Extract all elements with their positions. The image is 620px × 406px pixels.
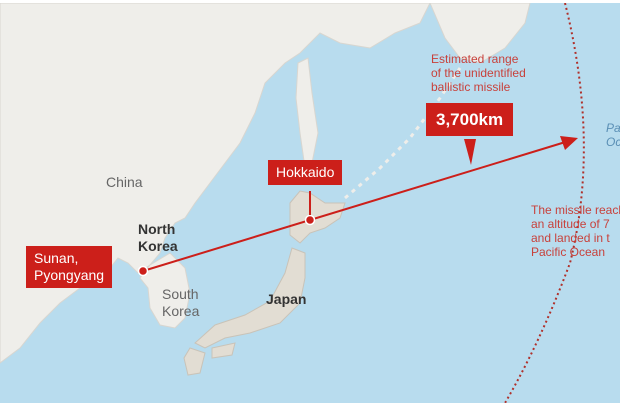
kyushu [183,347,206,376]
hokkaido-point [304,214,316,226]
note-landing: The missile reached an altitude of 7 and… [531,203,620,259]
shikoku [211,342,236,359]
distance-pointer [464,139,476,165]
label-north-korea: North Korea [138,221,178,254]
missile-map: China North Korea South Korea Japan Paci… [0,3,620,403]
kamchatka [429,3,531,64]
label-pacific-ocean: Pacific Ocean [606,121,620,149]
trajectory-line [142,139,573,272]
map-graphic [0,3,585,403]
label-china: China [106,174,143,190]
callout-distance: 3,700km [426,103,514,136]
arrowhead-icon [560,136,578,150]
korea-peninsula [139,252,191,329]
label-south-korea: South Korea [162,286,200,319]
sakhalin [295,57,319,169]
note-estimated-range: Estimated range of the unidentified ball… [431,52,526,94]
launch-point [137,265,149,277]
callout-hokkaido: Hokkaido [268,160,343,185]
kuril-islands [344,67,462,200]
label-japan: Japan [266,291,307,307]
range-arc [504,3,585,403]
honshu [194,247,306,349]
callout-launch-site: Sunan, Pyongyang [26,246,113,288]
asia-mainland [0,3,431,364]
